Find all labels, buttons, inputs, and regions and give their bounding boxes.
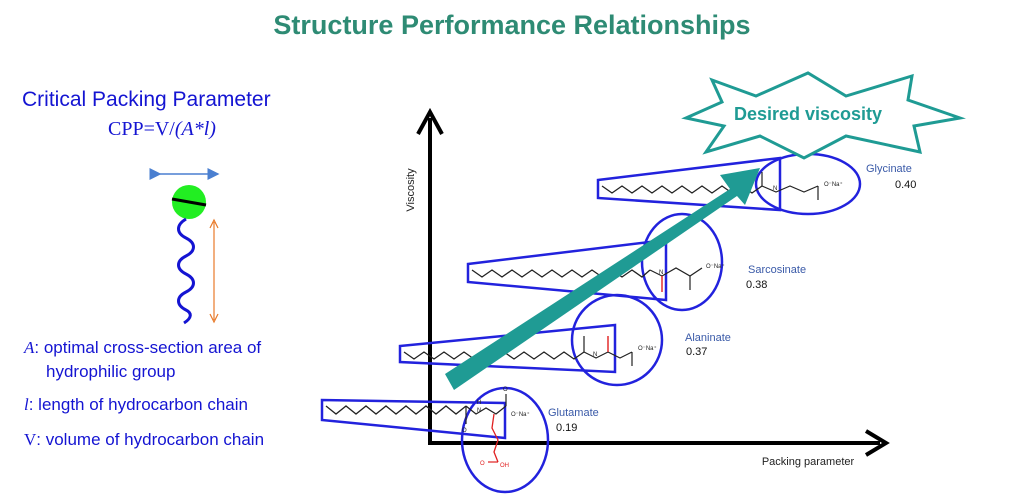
glycinate-salt: O⁻Na⁺ <box>824 181 843 188</box>
x-axis-label: Packing parameter <box>762 456 855 468</box>
sarcosinate-n-text: N <box>659 270 663 276</box>
glutamate-side-chain <box>491 413 499 463</box>
def-l-symbol: l <box>24 395 29 414</box>
glutamate-n-text: N <box>477 408 481 414</box>
glutamate-label: Glutamate <box>548 407 599 419</box>
def-v-symbol: V <box>24 430 37 449</box>
definition-a: A: optimal cross-section area of <box>24 338 261 358</box>
glycinate-head-circle <box>754 152 862 216</box>
alaninate-value: 0.37 <box>686 346 707 358</box>
sarcosinate-head-circle <box>640 212 724 312</box>
alaninate-salt: O⁻Na⁺ <box>638 345 657 352</box>
glutamate-oh: OH <box>500 463 509 469</box>
glutamate-o-text: O <box>462 428 467 434</box>
sarcosinate-label: Sarcosinate <box>748 264 806 276</box>
cpp-formula-prefix: CPP=V/ <box>108 118 175 140</box>
def-a-symbol: A <box>24 338 35 357</box>
cpp-heading: Critical Packing Parameter <box>22 88 271 111</box>
alaninate-tail-outline <box>398 323 617 374</box>
def-v-text: : volume of hydrocarbon chain <box>36 430 265 449</box>
definition-v: V: volume of hydrocarbon chain <box>24 430 264 450</box>
sarcosinate-salt: O⁻Na⁺ <box>706 263 725 270</box>
length-arrow-top <box>209 218 219 229</box>
def-a-text: : optimal cross-section area of <box>34 338 262 357</box>
surfactant-illustration <box>149 168 220 325</box>
axes: Viscosity Packing parameter <box>405 107 890 468</box>
glutamate-side-o: O <box>480 461 485 467</box>
definition-a-cont: hydrophilic group <box>46 362 176 381</box>
alaninate-n-text: N <box>593 352 597 358</box>
glycinate-n-text: N <box>773 186 777 192</box>
glutamate-molecule: O N H O O⁻Na⁺ O OH Glutamate 0.19 <box>320 386 599 494</box>
def-l-text: : length of hydrocarbon chain <box>28 395 248 414</box>
alaninate-label: Alaninate <box>685 332 731 344</box>
cpp-formula: CPP=V/(A*l) <box>108 118 216 141</box>
glutamate-h-text: H <box>477 400 481 406</box>
glycinate-molecule: N O⁻Na⁺ Glycinate 0.40 <box>596 152 916 216</box>
sarcosinate-backbone <box>649 267 703 277</box>
glutamate-acid-o: O <box>503 387 508 393</box>
sarcosinate-tail-outline <box>466 238 668 302</box>
glutamate-tail-outline <box>320 398 507 440</box>
glutamate-value: 0.19 <box>556 422 577 434</box>
glutamate-head-circle <box>460 386 550 494</box>
alaninate-backbone <box>583 351 633 359</box>
glutamate-chain <box>325 405 467 415</box>
alaninate-head-circle <box>570 293 664 387</box>
definition-l: l: length of hydrocarbon chain <box>24 395 248 415</box>
sarcosinate-chain <box>471 269 651 278</box>
glutamate-backbone <box>465 405 507 415</box>
starburst-shape <box>681 71 966 160</box>
sarcosinate-value: 0.38 <box>746 279 767 291</box>
glutamate-salt: O⁻Na⁺ <box>511 411 530 418</box>
glycinate-backbone <box>761 185 819 193</box>
glycinate-value: 0.40 <box>895 179 916 191</box>
length-arrow-bottom <box>209 313 219 324</box>
sarcosinate-molecule: N O⁻Na⁺ Sarcosinate 0.38 <box>466 212 806 312</box>
hydrocarbon-tail <box>177 217 195 325</box>
glycinate-label: Glycinate <box>866 163 912 175</box>
trend-arrow-shape <box>445 168 760 390</box>
head-line <box>171 197 207 207</box>
page-title: Structure Performance Relationships <box>273 10 751 40</box>
cpp-formula-italic: (A*l) <box>174 118 216 140</box>
y-axis-arrow <box>416 107 444 135</box>
trend-arrow <box>445 168 760 390</box>
desired-viscosity-badge: Desired viscosity <box>681 71 966 160</box>
x-axis-arrow <box>864 429 890 457</box>
y-axis-label: Viscosity <box>405 168 417 212</box>
desired-viscosity-text: Desired viscosity <box>734 104 882 124</box>
